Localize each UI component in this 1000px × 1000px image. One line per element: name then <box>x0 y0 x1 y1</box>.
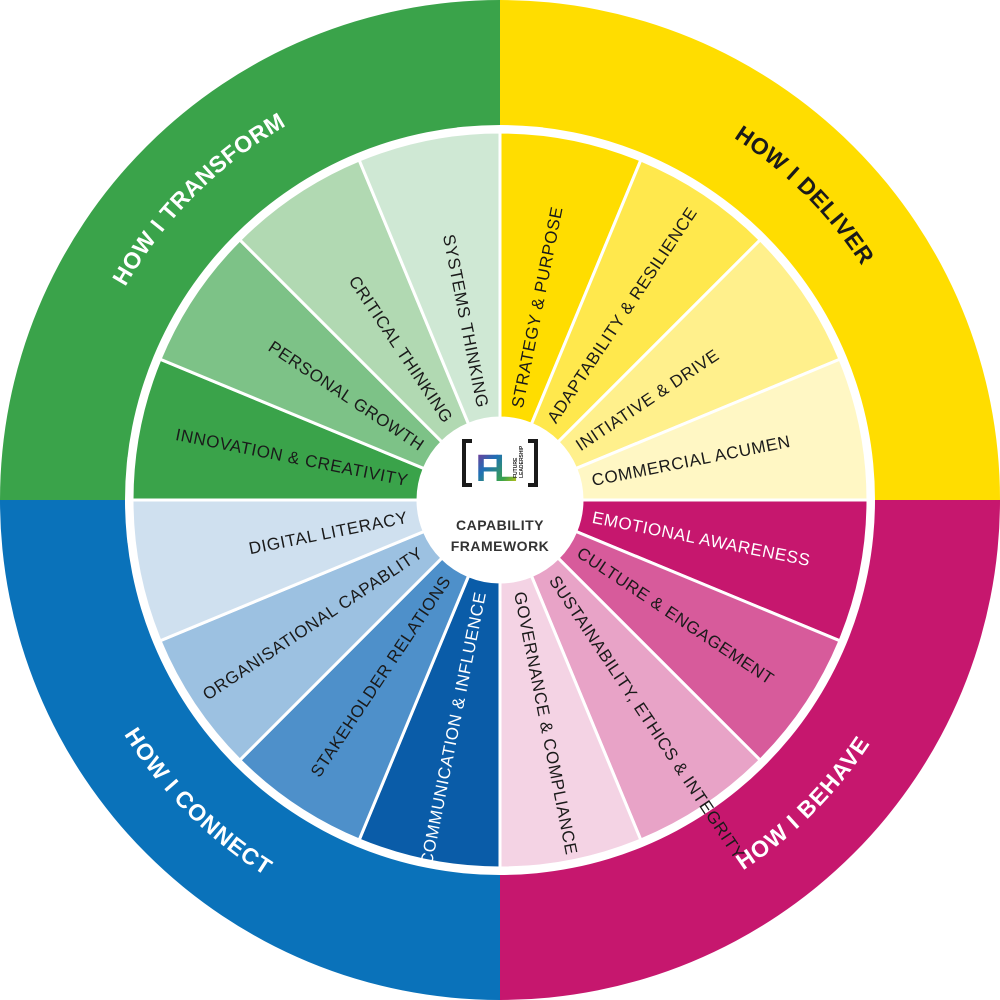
quadrant-ring-connect <box>0 500 500 1000</box>
logo-small-line2: LEADERSHIP <box>519 445 525 478</box>
logo-small-line1: FUTURE <box>513 457 519 478</box>
quadrant-ring-deliver <box>500 0 1000 500</box>
center-title-line1: CAPABILITY <box>456 517 544 533</box>
logo-letters: FL <box>476 448 517 490</box>
center-circle <box>418 418 582 582</box>
logo-left-bracket <box>462 439 472 487</box>
center-title-line2: FRAMEWORK <box>451 538 550 554</box>
logo-right-bracket <box>528 439 538 487</box>
quadrant-ring-behave <box>500 500 1000 1000</box>
quadrant-ring-transform <box>0 0 500 500</box>
center-hub: FL FUTURE LEADERSHIP CAPABILITY FRAMEWOR… <box>418 418 582 582</box>
